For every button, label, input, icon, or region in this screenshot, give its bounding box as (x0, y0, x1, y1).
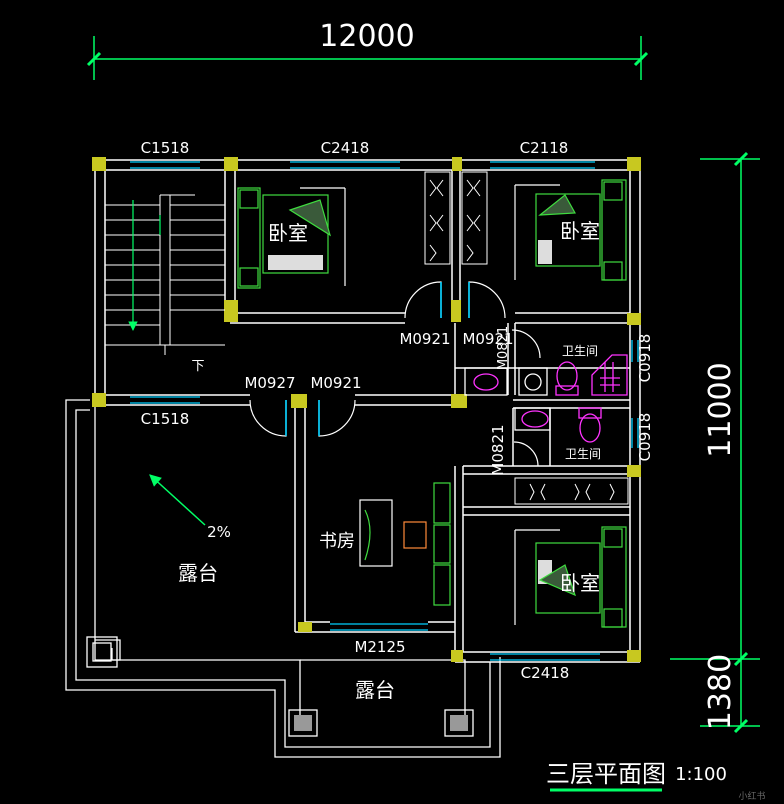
room-label: 卫生间 (565, 447, 601, 461)
study-furniture (359, 482, 451, 606)
watermark: 小红书 (738, 790, 765, 802)
window-label: C2118 (520, 139, 569, 157)
overall-depth-label: 11000 (703, 362, 738, 457)
room-label: 卧室 (560, 219, 600, 243)
door-label: M0821 (489, 424, 507, 475)
drawing-title: 三层平面图 (546, 760, 666, 788)
room-label: 书房 (319, 531, 355, 552)
overall-width-label: 12000 (319, 19, 414, 54)
door-label: M0921 (310, 374, 361, 392)
window-label: C1518 (141, 410, 190, 428)
slope-label: 2% (207, 523, 231, 541)
lower-depth-label: 1380 (703, 654, 738, 730)
door-label: M0921 (462, 330, 513, 348)
doors (249, 281, 541, 467)
window-label: C1518 (141, 139, 190, 157)
bathroom-fixtures (464, 354, 628, 443)
terrace-outline (65, 399, 501, 758)
bedroom-1-furniture (237, 187, 346, 289)
walls (94, 159, 641, 663)
terrace-column-right (450, 715, 468, 731)
room-label: 卧室 (560, 571, 600, 595)
room-label: 露台 (178, 561, 218, 585)
window-label: C2418 (321, 139, 370, 157)
columns (92, 157, 641, 662)
door-label: M2125 (354, 638, 405, 656)
window-label: C0918 (636, 413, 654, 462)
drawing-scale: 1:100 (675, 764, 727, 785)
door-label: M0927 (244, 374, 295, 392)
slope-arrow (149, 474, 206, 526)
terrace-column-left (294, 715, 312, 731)
door-leaves (285, 282, 470, 436)
dimension-top (86, 36, 649, 80)
room-label: 露台 (355, 678, 395, 702)
door-label: M0921 (399, 330, 450, 348)
stair (105, 194, 225, 355)
room-label: 卧室 (268, 221, 308, 245)
window-label: C0918 (636, 334, 654, 383)
room-label: 卫生间 (562, 344, 598, 358)
bedroom-3-furniture (514, 526, 627, 628)
bedroom-2-furniture (514, 179, 627, 281)
window-label: C2418 (521, 664, 570, 682)
dimension-right (670, 151, 760, 734)
stair-down-label: 下 (191, 359, 204, 374)
windows (130, 161, 639, 661)
door-label: M0821 (496, 326, 511, 370)
closets (424, 171, 629, 505)
